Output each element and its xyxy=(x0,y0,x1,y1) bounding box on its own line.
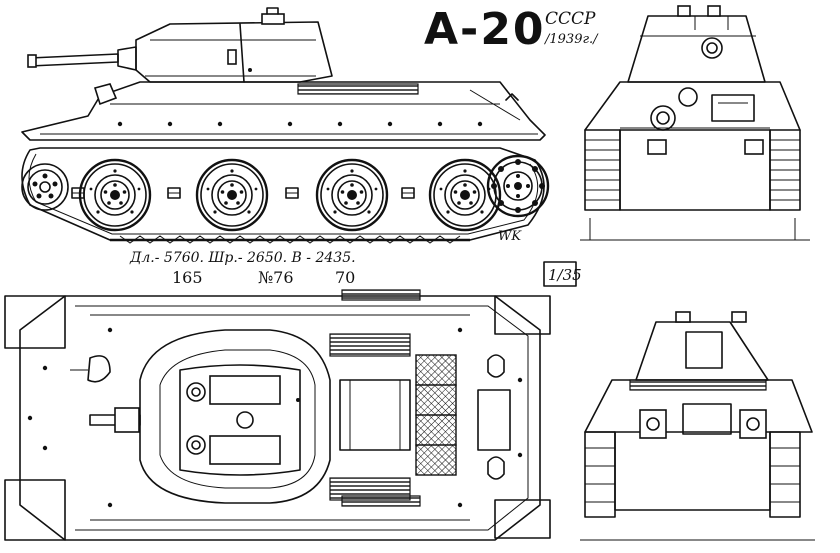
road-wheels xyxy=(78,158,502,232)
front-view xyxy=(580,311,815,541)
country-label: СССР xyxy=(545,9,596,29)
side-view: WK xyxy=(21,7,550,244)
hull-bolts xyxy=(117,121,483,127)
year-label: /1939г./ xyxy=(543,32,599,47)
scaled-width: №76 xyxy=(258,268,294,287)
rear-view xyxy=(580,5,810,241)
artist-signature: WK xyxy=(498,229,522,244)
title-block: А-20 СССР /1939г./ xyxy=(424,4,599,55)
turret-side xyxy=(135,7,333,83)
model-title: А-20 xyxy=(424,4,546,55)
scale-box: 1/35 xyxy=(543,261,582,287)
drive-sprocket xyxy=(486,154,550,218)
hull-side xyxy=(21,81,546,141)
scaled-height: 70 xyxy=(335,268,355,287)
idler-wheel xyxy=(21,163,69,211)
scaled-length: 165 xyxy=(172,268,203,287)
scale-label: 1/35 xyxy=(548,266,582,284)
dimensions-line: Дл.- 5760. Шр.- 2650. В - 2435. xyxy=(129,250,356,266)
top-view xyxy=(4,289,551,541)
dimensions-block: Дл.- 5760. Шр.- 2650. В - 2435. 165 №76 … xyxy=(129,250,356,287)
gun-barrel xyxy=(27,46,137,71)
